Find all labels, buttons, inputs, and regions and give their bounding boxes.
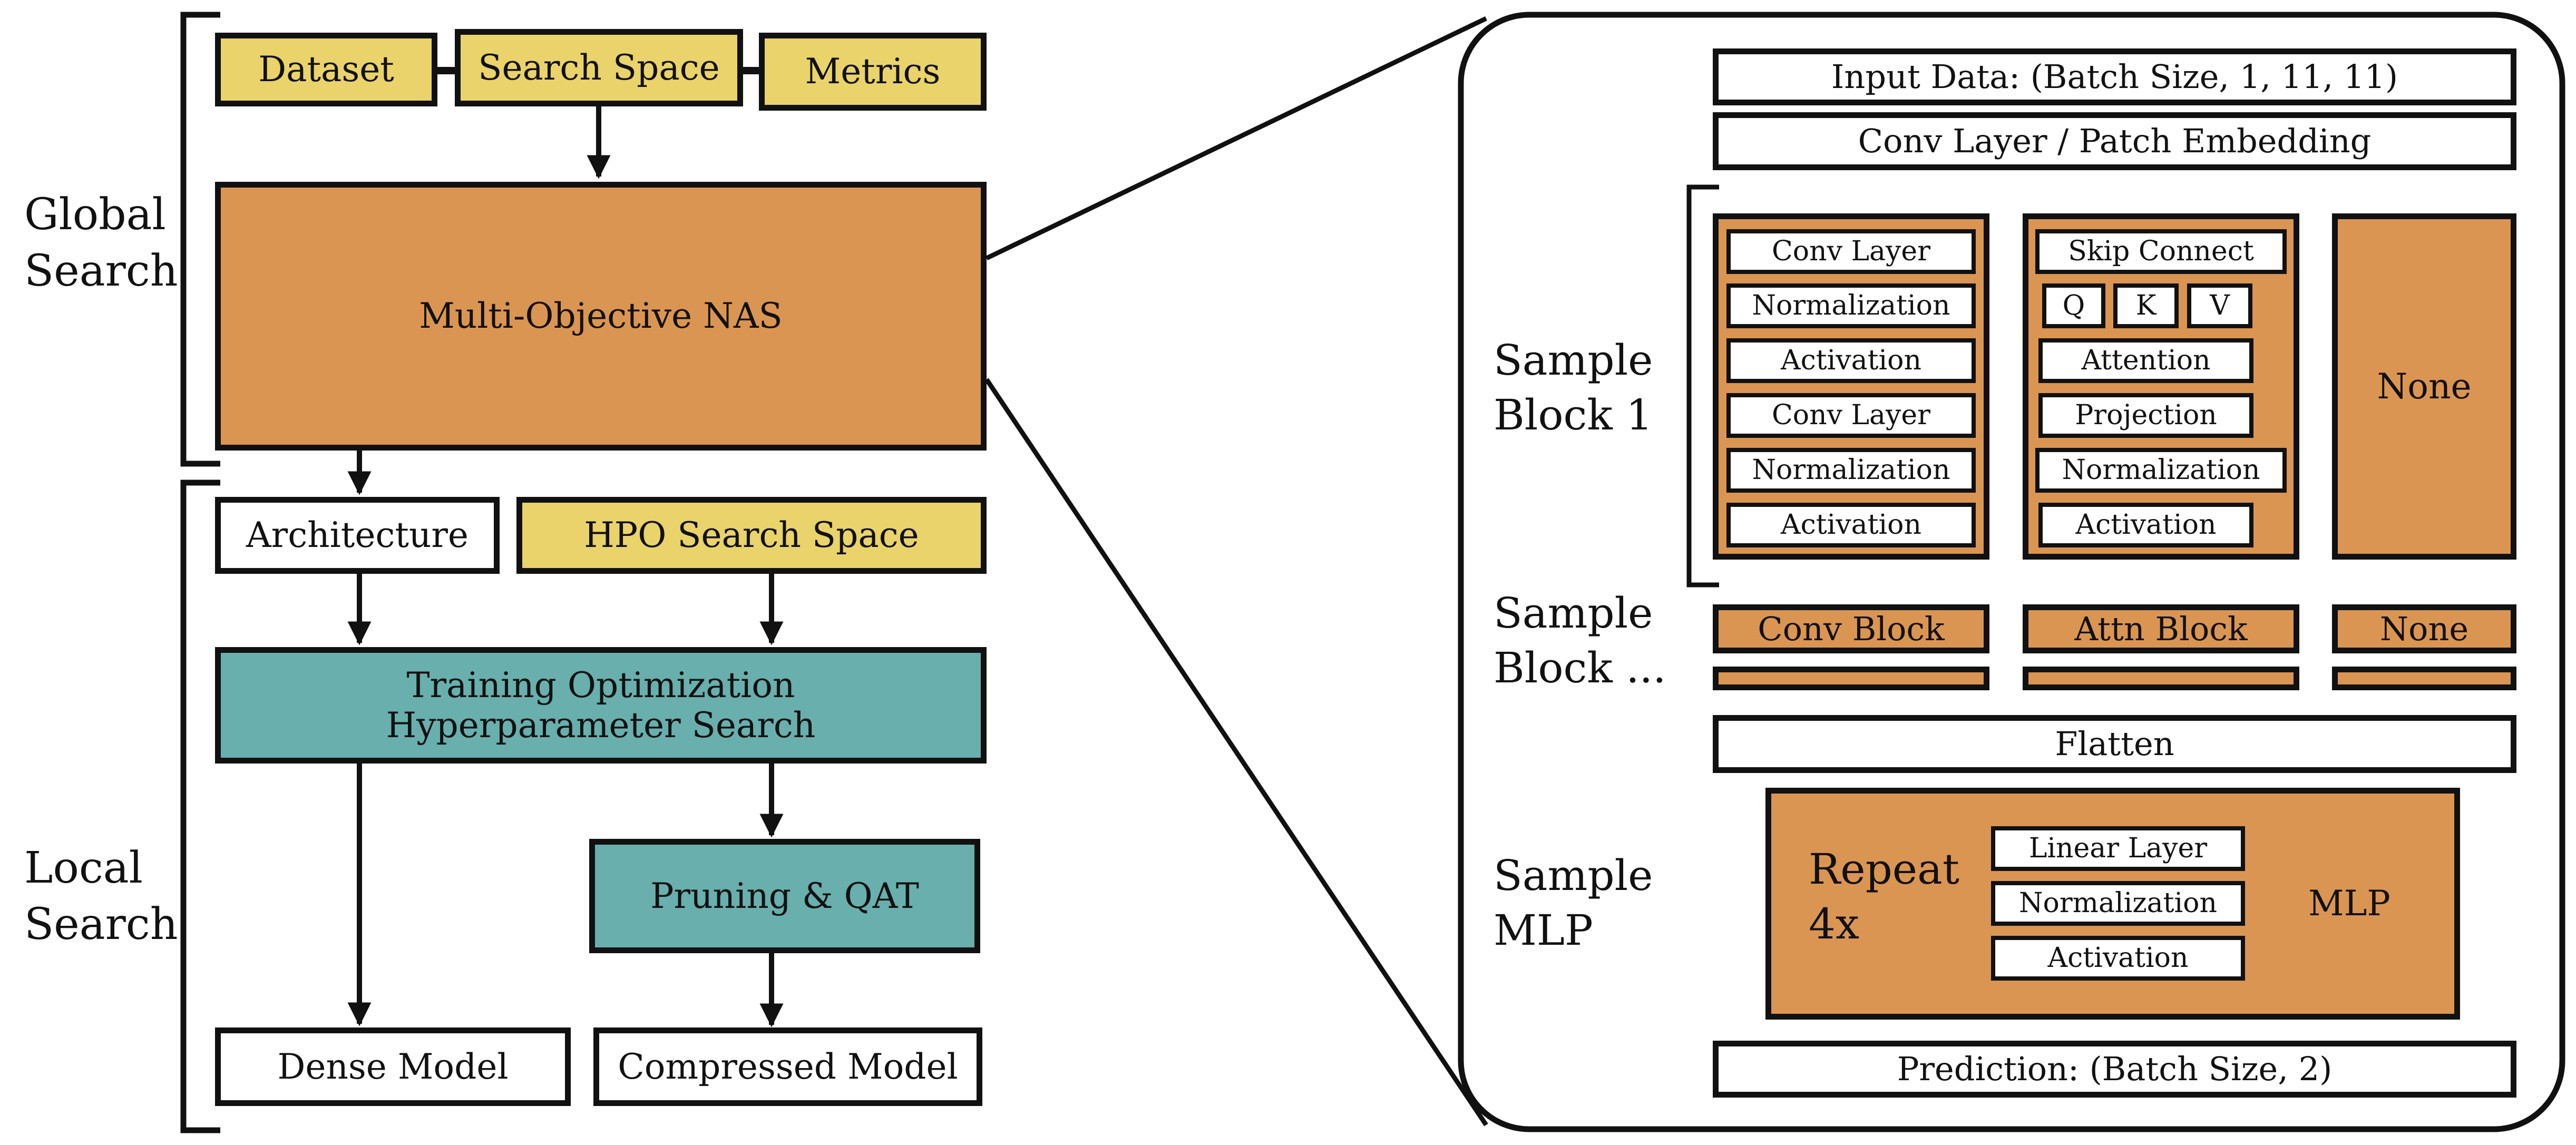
conv-col-layer-3: Activation (1726, 338, 1976, 383)
zoom-line-top (985, 16, 1487, 261)
multi-objective-nas-box: Multi-Objective NAS (215, 182, 987, 451)
dense-model-box: Dense Model (215, 1027, 571, 1106)
attn-q: Q (2042, 283, 2105, 328)
training-optimization-box: Training Optimization Hyperparameter Sea… (215, 647, 987, 764)
pruning-qat-box: Pruning & QAT (589, 839, 980, 953)
conv-col-layer-6: Activation (1726, 503, 1976, 547)
flatten-box: Flatten (1713, 715, 2516, 773)
global-search-label: Global Search (24, 190, 178, 296)
metrics-box: Metrics (759, 33, 987, 111)
none-block-bar: None (2332, 604, 2516, 653)
conv-col-layer-2: Normalization (1726, 283, 1976, 328)
attn-projection: Projection (2038, 393, 2253, 438)
none-block-bar-stack (2332, 667, 2516, 690)
input-data-box: Input Data: (Batch Size, 1, 11, 11) (1713, 48, 2516, 105)
attn-skip-connect: Skip Connect (2035, 229, 2287, 274)
conv-block-bar: Conv Block (1713, 604, 1989, 653)
none-block: None (2332, 213, 2516, 560)
conv-col-layer-1: Conv Layer (1726, 229, 1976, 274)
sample-block-1-label: Sample Block 1 (1494, 336, 1653, 439)
sample-block-bracket (1686, 184, 1719, 588)
dataset-box: Dataset (215, 33, 437, 106)
prediction-box: Prediction: (Batch Size, 2) (1713, 1041, 2516, 1098)
mlp-activation: Activation (1991, 936, 2245, 981)
conv-col-layer-5: Normalization (1726, 448, 1976, 493)
attn-normalization: Normalization (2035, 448, 2287, 493)
hpo-search-space-box: HPO Search Space (516, 497, 987, 574)
local-search-bracket (180, 479, 220, 1133)
attn-block-bar-stack (2023, 667, 2299, 690)
mlp-linear-layer: Linear Layer (1991, 826, 2245, 871)
zoom-line-bottom (984, 378, 1488, 1127)
compressed-model-box: Compressed Model (593, 1027, 982, 1106)
attn-block-bar: Attn Block (2023, 604, 2299, 653)
conv-patch-embedding-box: Conv Layer / Patch Embedding (1713, 112, 2516, 170)
attn-k: K (2113, 283, 2179, 328)
global-search-bracket (180, 12, 220, 467)
architecture-box: Architecture (215, 497, 500, 574)
attn-attention: Attention (2038, 338, 2253, 383)
local-search-label: Local Search (24, 843, 178, 950)
sample-block-n-label: Sample Block ... (1494, 589, 1666, 692)
search-space-box: Search Space (455, 29, 743, 106)
repeat-4x-label: Repeat 4x (1809, 845, 1959, 948)
conv-col-layer-4: Conv Layer (1726, 393, 1976, 438)
attn-v: V (2187, 283, 2252, 328)
conv-block-bar-stack (1713, 667, 1989, 690)
sample-mlp-label: Sample MLP (1494, 851, 1653, 955)
mlp-normalization: Normalization (1991, 881, 2245, 926)
mlp-label: MLP (2308, 883, 2390, 924)
attn-activation: Activation (2038, 503, 2253, 547)
